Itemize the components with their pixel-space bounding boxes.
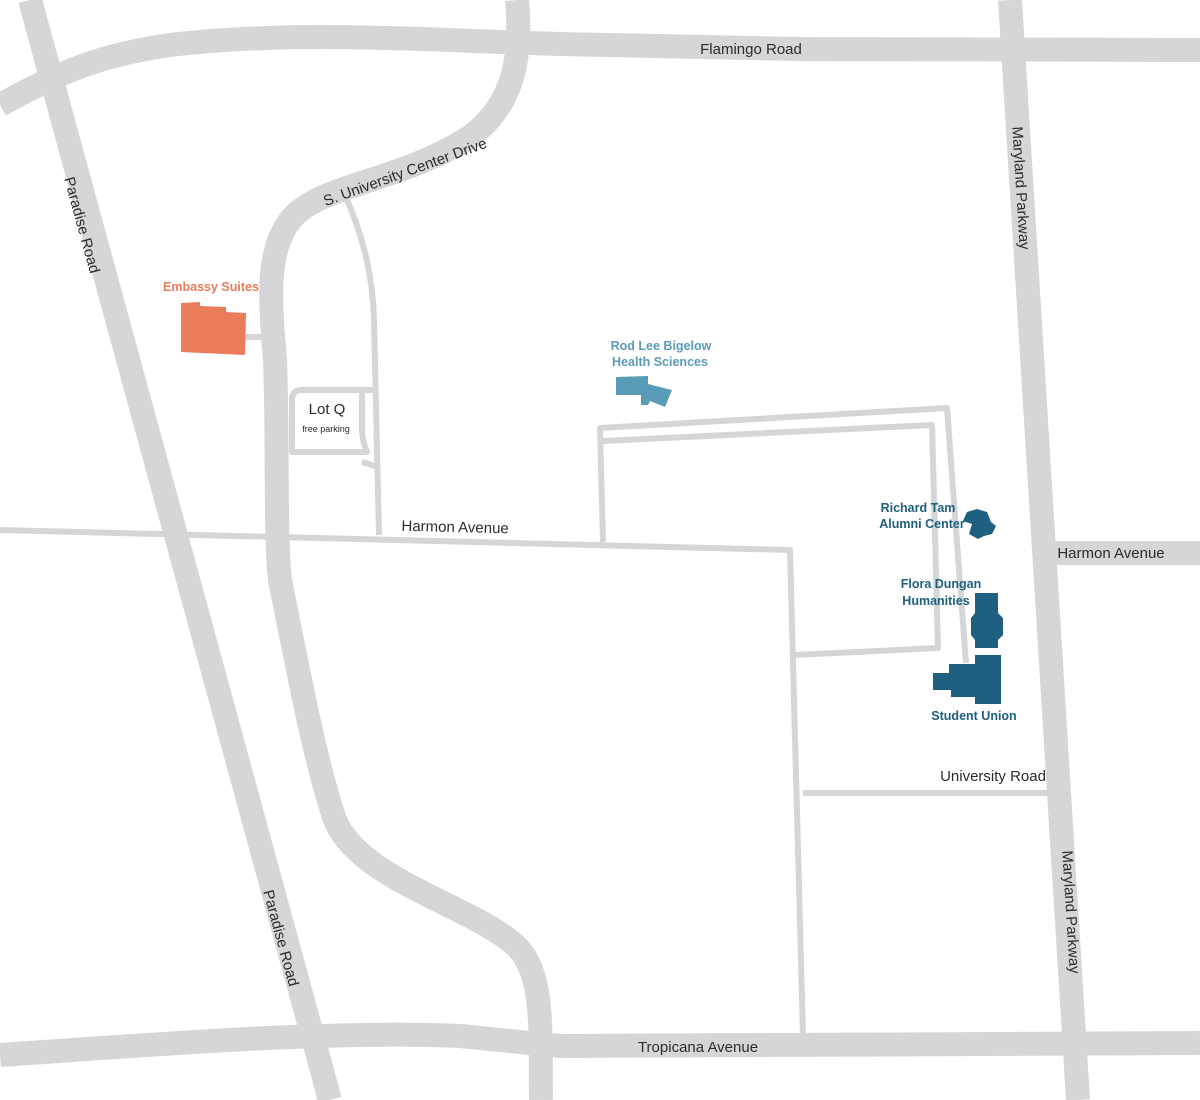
university-center-drive-label: S. University Center Drive <box>321 135 489 210</box>
campus-inner-road <box>602 422 941 658</box>
alumni-center-label-line2: Alumni Center <box>879 517 965 531</box>
harmon-avenue-label-east: Harmon Avenue <box>1057 545 1164 562</box>
harmon-avenue-label-west: Harmon Avenue <box>401 518 509 538</box>
alumni-center-label-line1: Richard Tam <box>881 501 956 515</box>
student-union-building[interactable] <box>933 655 1001 704</box>
student-union-label: Student Union <box>931 709 1016 723</box>
humanities-building[interactable] <box>971 593 1003 648</box>
campus-loop-road <box>597 405 969 664</box>
health-sciences-label-line1: Rod Lee Bigelow <box>611 339 712 353</box>
health-sciences-building[interactable] <box>616 376 672 407</box>
tropicana-avenue-label: Tropicana Avenue <box>638 1039 758 1056</box>
flamingo-road-label: Flamingo Road <box>700 41 802 58</box>
flamingo-road <box>0 25 1200 116</box>
alumni-center-building[interactable] <box>963 509 996 539</box>
tropicana-avenue <box>0 1022 1200 1067</box>
lot-q-access-road <box>342 193 382 536</box>
lot-q-exit <box>361 459 376 469</box>
lot-q-note: free parking <box>302 424 350 434</box>
university-road-label: University Road <box>940 768 1046 785</box>
lot-q-outline <box>289 387 374 455</box>
embassy-suites-label: Embassy Suites <box>163 280 259 294</box>
humanities-label-line1: Flora Dungan <box>901 577 982 591</box>
lot-q-label: Lot Q <box>309 401 346 418</box>
university-center-drive <box>259 0 553 1100</box>
embassy-suites-building[interactable] <box>181 302 246 355</box>
humanities-label-line2: Humanities <box>902 594 969 608</box>
paradise-road <box>18 0 342 1100</box>
harmon-avenue <box>0 527 806 1037</box>
health-sciences-label-line2: Health Sciences <box>612 355 708 369</box>
